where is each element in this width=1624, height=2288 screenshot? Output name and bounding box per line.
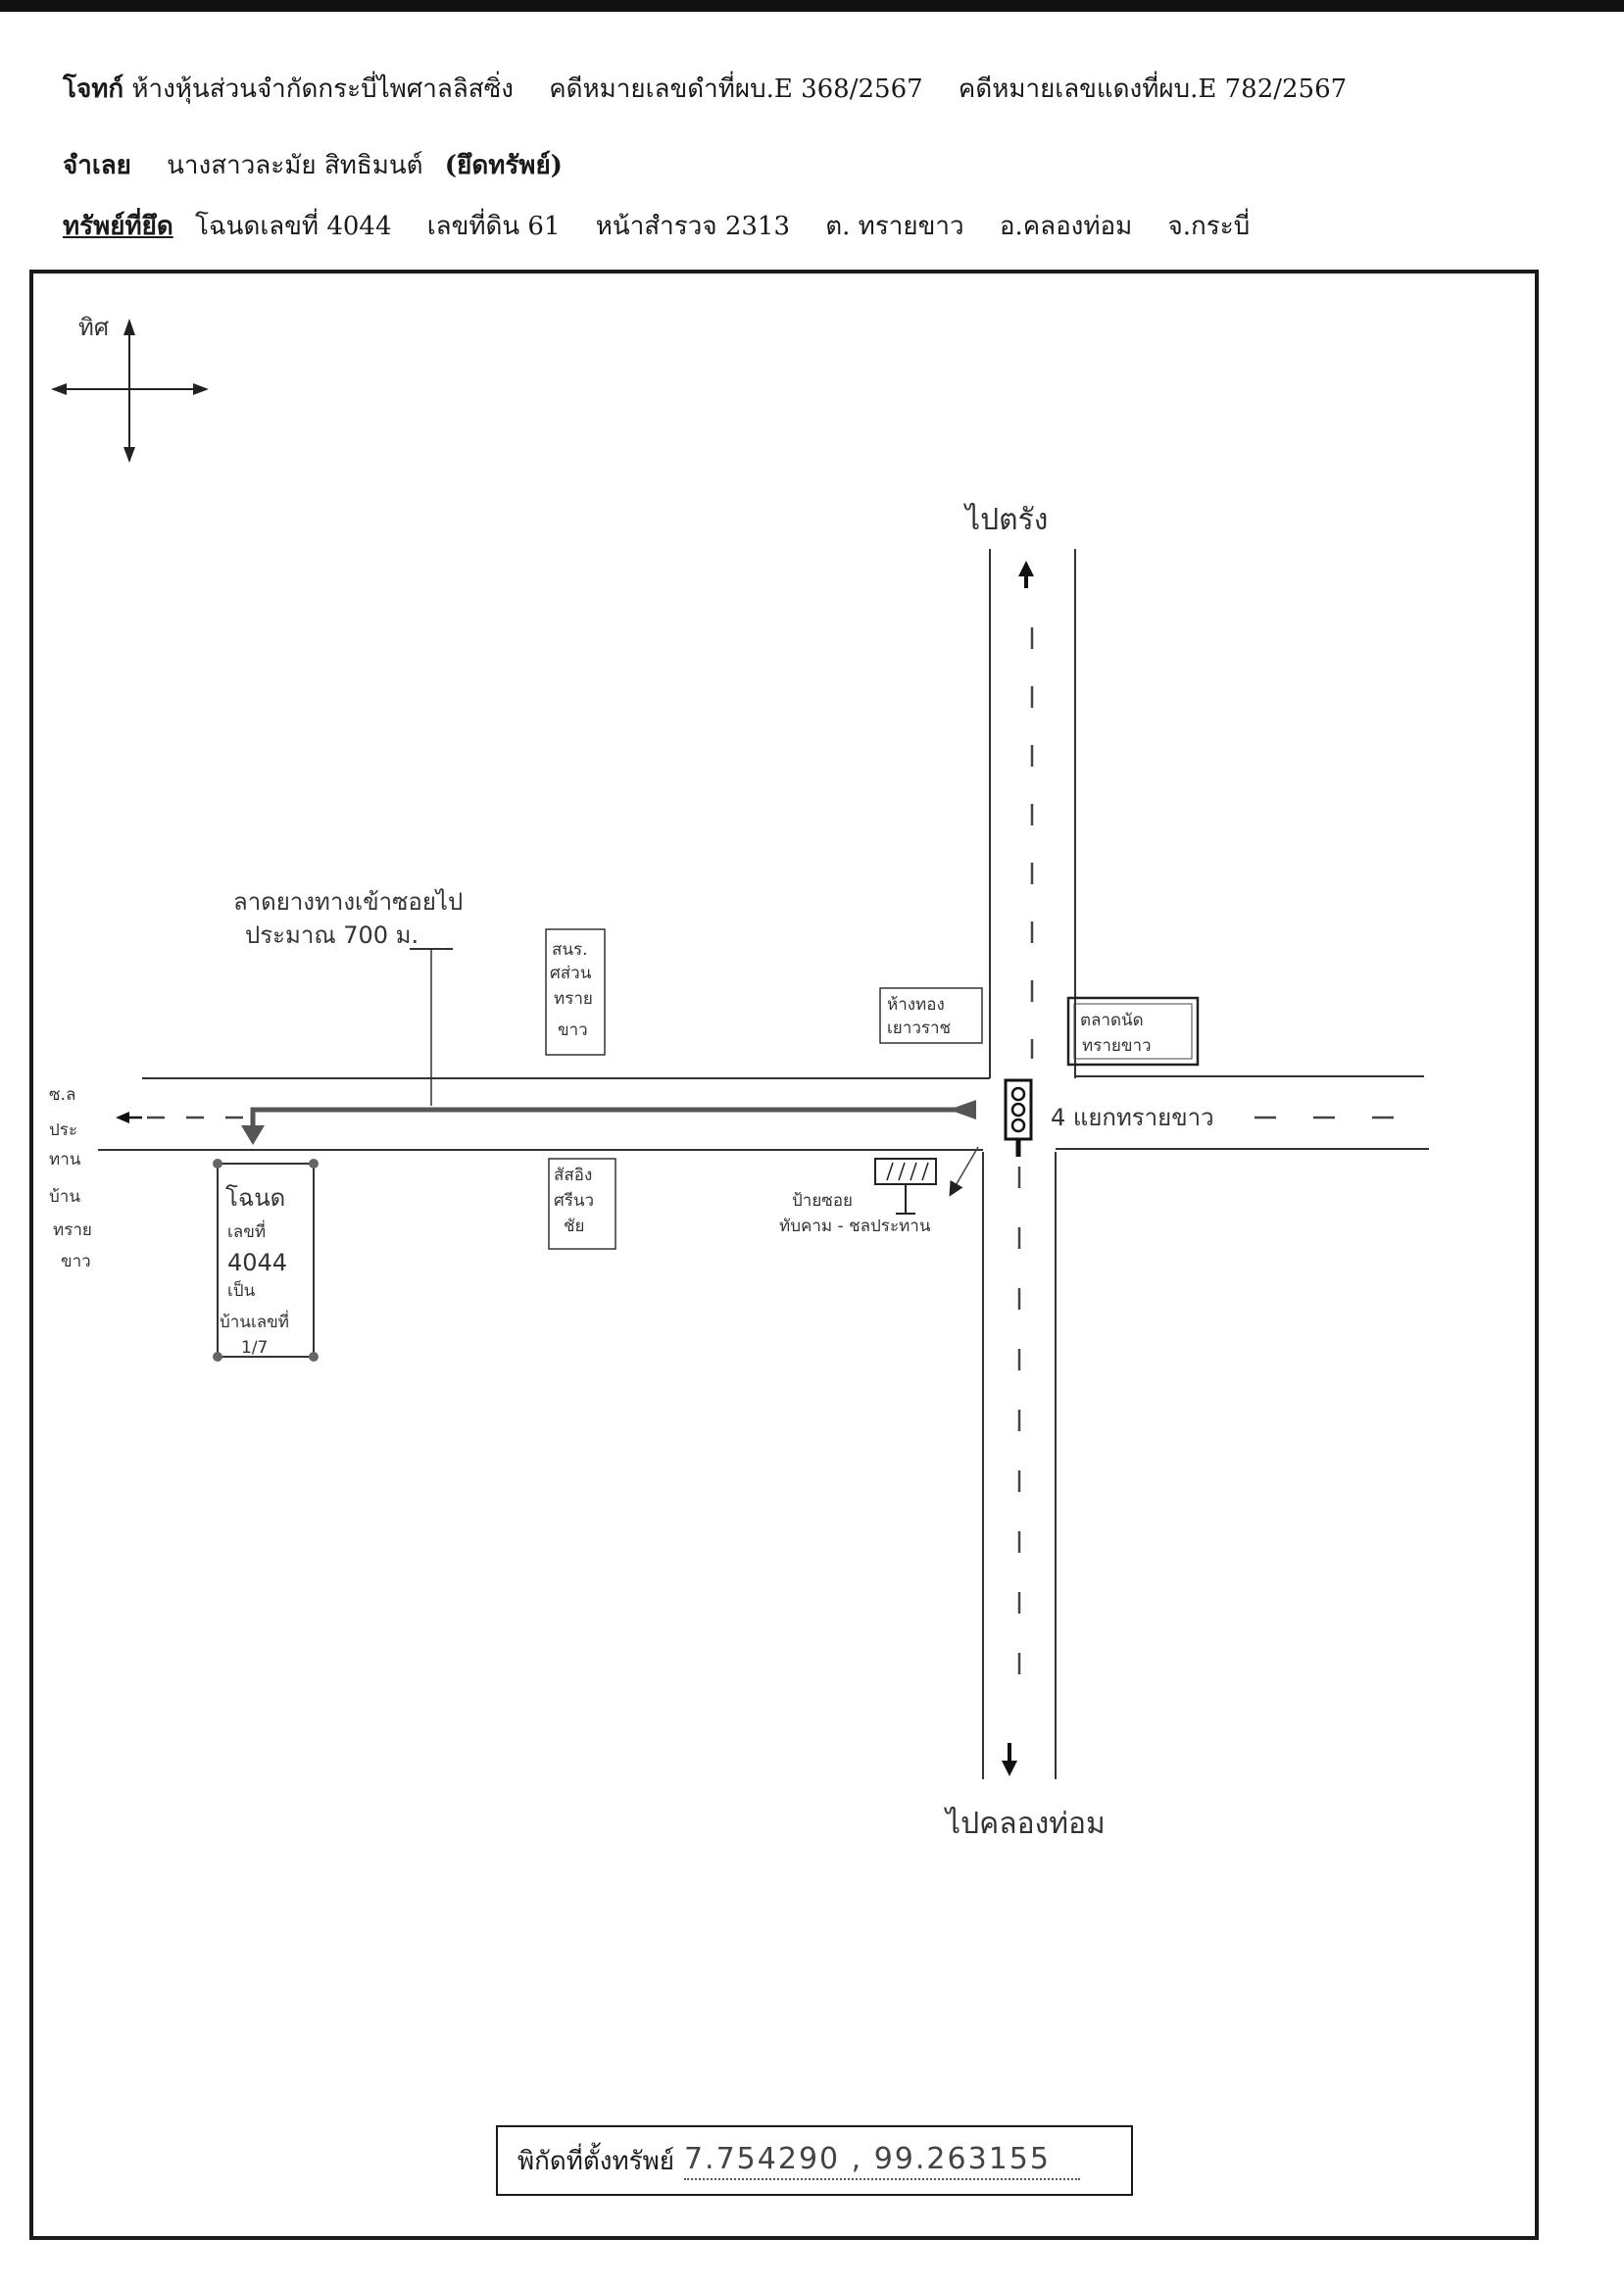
red-case-number: คดีหมายเลขแดงที่ผบ.E 782/2567 (958, 75, 1348, 104)
landmark-south-box (548, 1158, 616, 1250)
parcel-label: โฉนด เลขที่ 4044 เป็น บ้านเลขที่ 1/7 (220, 1184, 289, 1358)
svg-text:ขาว: ขาว (558, 1020, 588, 1040)
landmark-market-box (1066, 996, 1200, 1067)
landmark-market: ตลาดนัด ทรายขาว (1080, 1011, 1152, 1056)
svg-text:บ้าน: บ้าน (49, 1187, 80, 1207)
landmark-gold-shop: ห้างทอง เยาวราช (887, 995, 951, 1038)
compass-icon (51, 319, 209, 463)
traffic-light-icon (1004, 1078, 1033, 1157)
svg-text:ศรีนว: ศรีนว (554, 1191, 594, 1211)
svg-text:โฉนด: โฉนด (225, 1184, 285, 1212)
land-number: เลขที่ดิน 61 (426, 212, 561, 241)
subdistrict: ต. ทรายขาว (825, 212, 964, 241)
svg-text:ซ.ล: ซ.ล (49, 1085, 75, 1105)
svg-text:ชัย: ชัย (564, 1217, 585, 1236)
svg-text:ศส่วน: ศส่วน (550, 964, 592, 983)
landmark-osor-box (545, 928, 606, 1056)
svg-text:ขาว: ขาว (61, 1252, 91, 1271)
property-coordinates: พิกัดที่ตั้งทรัพย์ 7.754290 , 99.263155 (496, 2125, 1133, 2196)
svg-text:1/7: 1/7 (241, 1338, 268, 1358)
route-note-line1: ลาดยางทางเข้าซอยไป (233, 888, 463, 916)
svg-text:ประ: ประ (49, 1120, 77, 1140)
property-label: ทรัพย์ที่ยึด (63, 212, 173, 241)
north-destination: ไปตรัง (963, 502, 1048, 537)
route-note-pointer (410, 948, 453, 1106)
svg-text:ทาน: ทาน (49, 1150, 81, 1169)
plaintiff-label: โจทก์ (63, 75, 124, 104)
south-arrow-icon (1002, 1743, 1017, 1776)
svg-text:ทราย: ทราย (554, 989, 593, 1009)
west-destination: ซ.ล ประ ทาน บ้าน ทราย ขาว (49, 1085, 92, 1271)
svg-text:ทับคาม - ชลประทาน: ทับคาม - ชลประทาน (779, 1217, 931, 1236)
west-arrow-icon (116, 1112, 142, 1123)
defendant-label: จำเลย (63, 151, 131, 180)
header-defendant-line: จำเลย นางสาวละมัย สิทธิมนต์ (ยึดทรัพย์) (63, 145, 563, 185)
scan-top-edge (0, 0, 1624, 12)
alley-sign-icon (874, 1146, 979, 1215)
svg-text:ทราย: ทราย (53, 1220, 92, 1240)
survey-page: หน้าสำรวจ 2313 (595, 212, 790, 241)
header-property-line: ทรัพย์ที่ยึด โฉนดเลขที่ 4044 เลขที่ดิน 6… (63, 206, 1250, 246)
map-frame (29, 270, 1539, 2240)
north-arrow-icon (1018, 561, 1034, 588)
svg-text:บ้านเลขที่: บ้านเลขที่ (220, 1310, 289, 1332)
province: จ.กระบี่ (1167, 212, 1251, 241)
svg-text:ทรายขาว: ทรายขาว (1082, 1036, 1152, 1056)
svg-text:เป็น: เป็น (227, 1279, 256, 1301)
east-west-road (98, 1075, 1429, 1151)
black-case-number: คดีหมายเลขดำที่ผบ.E 368/2567 (549, 75, 923, 104)
landmark-south: สัสอิง ศรีนว ชัย (554, 1166, 594, 1236)
deed-number: โฉนดเลขที่ 4044 (195, 212, 392, 241)
header-plaintiff-line: โจทก์ ห้างหุ้นส่วนจำกัดกระบี่ไพศาลลิสซิ่… (63, 69, 1347, 109)
svg-text:ห้างทอง: ห้างทอง (887, 995, 945, 1015)
svg-text:เยาวราช: เยาวราช (887, 1019, 951, 1038)
alley-sign-label: ป้ายซอย ทับคาม - ชลประทาน (779, 1191, 931, 1236)
svg-text:สนร.: สนร. (552, 940, 588, 960)
landmark-shop-box (879, 987, 983, 1044)
route-path (241, 1100, 976, 1145)
defendant-name: นางสาวละมัย สิทธิมนต์ (167, 151, 423, 180)
svg-text:เลขที่: เลขที่ (227, 1219, 266, 1242)
intersection-label: 4 แยกทรายขาว (1051, 1104, 1214, 1131)
district: อ.คลองท่อม (999, 212, 1133, 241)
seizure-tag: (ยึดทรัพย์) (444, 151, 563, 180)
coordinates-label: พิกัดที่ตั้งทรัพย์ (517, 2146, 674, 2176)
north-south-road (982, 549, 1076, 1779)
svg-text:ป้ายซอย: ป้ายซอย (792, 1191, 853, 1211)
landmark-osor: สนร. ศส่วน ทราย ขาว (550, 940, 593, 1040)
route-note-line2: ประมาณ 700 ม. (245, 921, 418, 949)
south-destination: ไปคลองท่อม (944, 1806, 1106, 1841)
svg-text:ตลาดนัด: ตลาดนัด (1080, 1011, 1144, 1030)
svg-text:สัสอิง: สัสอิง (554, 1166, 592, 1185)
seized-parcel (213, 1159, 319, 1362)
compass-label: ทิศ (78, 314, 109, 341)
plaintiff-name: ห้างหุ้นส่วนจำกัดกระบี่ไพศาลลิสซิ่ง (131, 75, 514, 104)
svg-text:4044: 4044 (227, 1249, 287, 1276)
coordinates-value: 7.754290 , 99.263155 (683, 2142, 1080, 2180)
